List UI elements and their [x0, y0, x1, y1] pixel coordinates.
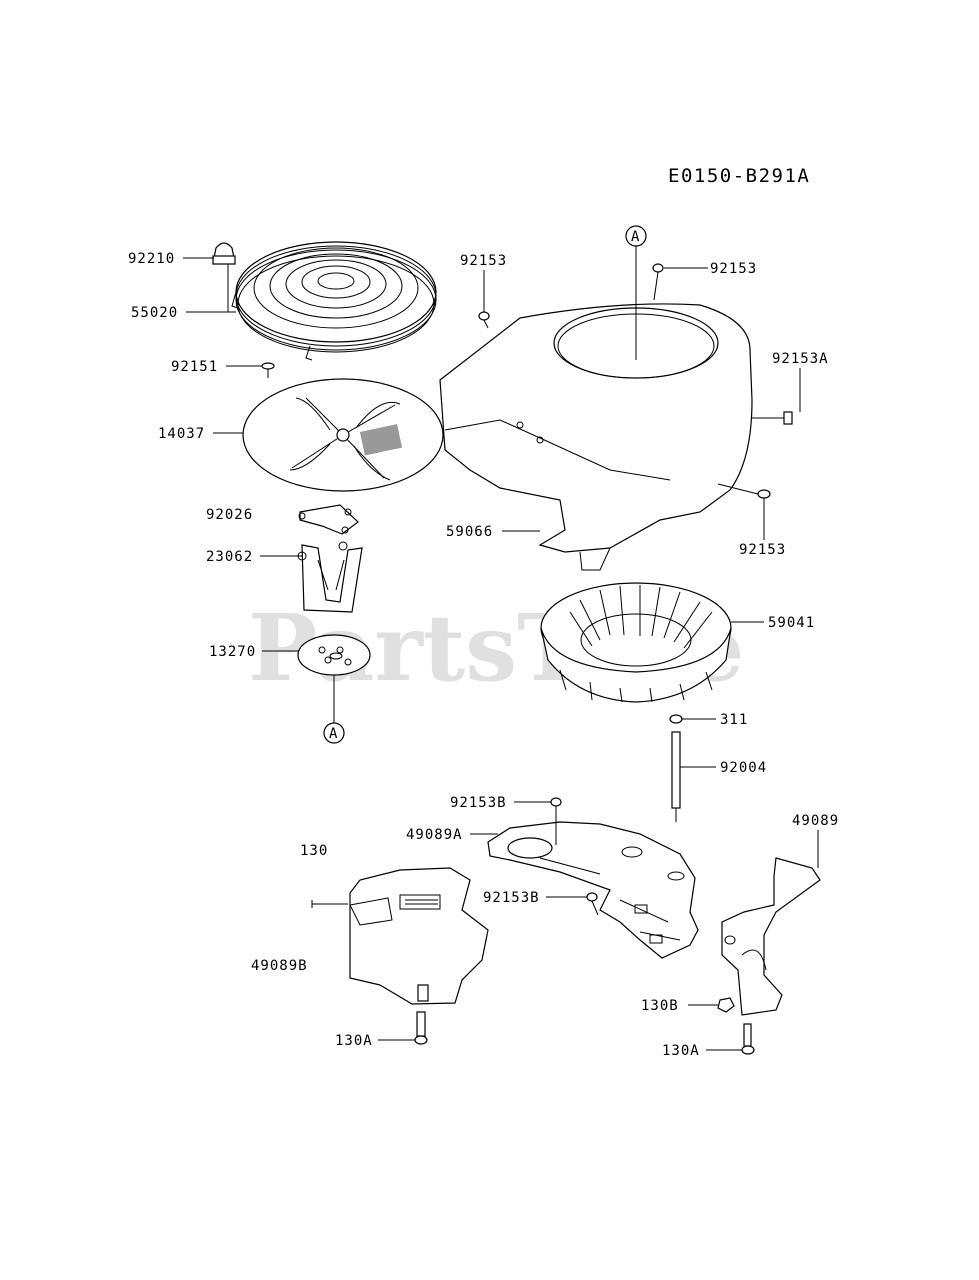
label-311[interactable]: 311 [720, 712, 748, 728]
label-130B[interactable]: 130B [641, 998, 679, 1014]
label-92151[interactable]: 92151 [171, 359, 218, 375]
part-labels: 92210 55020 92151 14037 92026 23062 1327… [128, 251, 839, 1059]
label-13270[interactable]: 13270 [209, 644, 256, 660]
screw-92151[interactable] [261, 362, 275, 378]
label-92210[interactable]: 92210 [128, 251, 175, 267]
ref-marker-label: A [329, 726, 338, 742]
label-55020[interactable]: 55020 [131, 305, 178, 321]
bracket-23062[interactable] [297, 541, 363, 613]
label-14037[interactable]: 14037 [158, 426, 205, 442]
screw-92153A-shroud-right[interactable] [752, 411, 793, 425]
label-59041[interactable]: 59041 [768, 615, 815, 631]
label-49089[interactable]: 49089 [792, 813, 839, 829]
label-49089B[interactable]: 49089B [251, 958, 308, 974]
plate-13270[interactable] [297, 634, 371, 676]
bolt-130A-right[interactable] [741, 1023, 755, 1055]
label-92153-bottom[interactable]: 92153 [739, 542, 786, 558]
label-23062[interactable]: 23062 [206, 549, 253, 565]
fan-plate-14037[interactable] [242, 378, 444, 492]
rotating-screen-55020[interactable] [231, 241, 437, 361]
label-49089A[interactable]: 49089A [406, 827, 463, 843]
label-130A-right[interactable]: 130A [662, 1043, 700, 1059]
screw-92153-shroud-left[interactable] [478, 311, 490, 329]
label-92153B-bottom[interactable]: 92153B [483, 890, 540, 906]
label-130[interactable]: 130 [300, 843, 328, 859]
washer-plate-92026[interactable] [298, 504, 359, 535]
label-92153-top[interactable]: 92153 [710, 261, 757, 277]
reference-a-bottom: A [323, 675, 345, 744]
ref-marker-label: A [631, 229, 640, 245]
bolt-130A-left[interactable] [414, 1011, 428, 1045]
label-92026[interactable]: 92026 [206, 507, 253, 523]
bolt-130[interactable] [311, 900, 348, 908]
diagram-code: E0150-B291A [668, 165, 810, 187]
leader-lines [183, 257, 819, 1051]
fan-housing-59066[interactable] [439, 303, 753, 571]
label-130A-left[interactable]: 130A [335, 1033, 373, 1049]
label-92004[interactable]: 92004 [720, 760, 767, 776]
label-92153A[interactable]: 92153A [772, 351, 829, 367]
screw-92153B-bottom[interactable] [586, 892, 599, 916]
nut-311[interactable] [669, 714, 683, 724]
label-92153B-top[interactable]: 92153B [450, 795, 507, 811]
label-59066[interactable]: 59066 [446, 524, 493, 540]
cap-nut-92210[interactable] [212, 242, 236, 265]
baffle-49089B[interactable] [349, 867, 489, 1005]
reference-a-top: A [625, 225, 647, 360]
baffle-49089A[interactable] [487, 821, 699, 959]
stud-92004[interactable] [671, 731, 681, 822]
nut-130B[interactable] [717, 997, 735, 1013]
flywheel-fan-59041[interactable] [540, 582, 732, 703]
baffle-49089[interactable] [721, 857, 821, 1016]
label-92153-left[interactable]: 92153 [460, 253, 507, 269]
screw-92153-shroud-top[interactable] [652, 263, 664, 301]
